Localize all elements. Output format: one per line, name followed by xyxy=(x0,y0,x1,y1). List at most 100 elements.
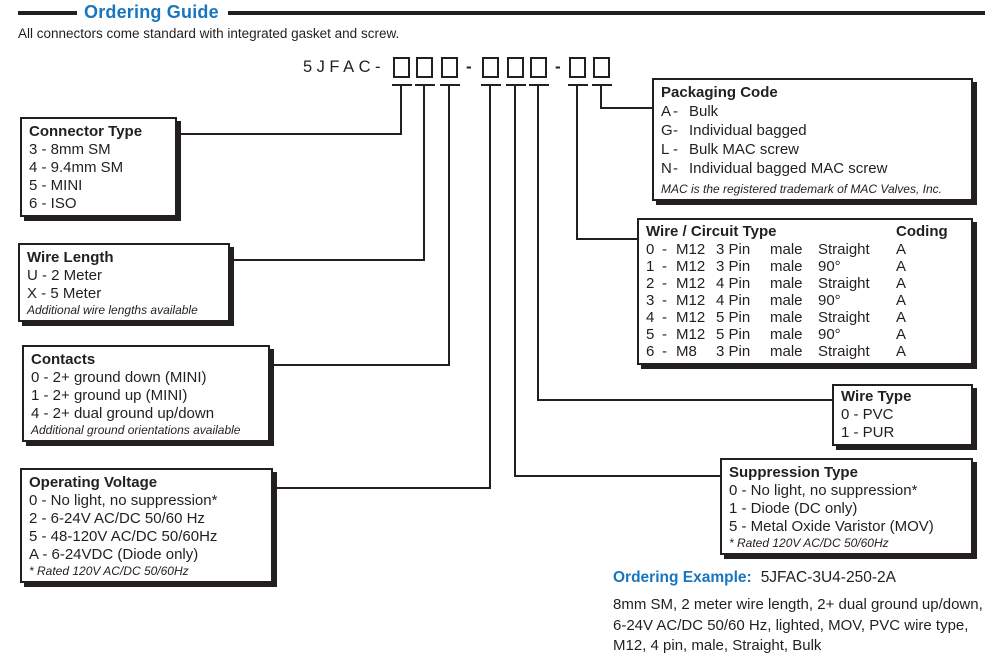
digit-box-suppression-type xyxy=(507,57,524,78)
option-label: Bulk xyxy=(689,103,719,120)
option-item: 5 - Metal Oxide Varistor (MOV) xyxy=(729,518,934,535)
row-pin: 3 Pin xyxy=(716,241,751,258)
row-dash: - xyxy=(662,292,667,309)
row-dash: - xyxy=(662,326,667,343)
row-dash: - xyxy=(662,309,667,326)
contacts-title: Contacts xyxy=(31,351,96,368)
contacts-box: Contacts 0 - 2+ ground down (MINI) 1 - 2… xyxy=(22,345,270,442)
row-coding: A xyxy=(896,258,907,275)
digit-tick xyxy=(481,84,501,86)
title-rule-right xyxy=(228,11,985,15)
wire-circuit-header: Wire / Circuit Type Coding xyxy=(646,222,964,241)
connector-line-packaging-code xyxy=(600,84,602,109)
row-gender: male xyxy=(770,326,803,343)
row-coding: A xyxy=(896,241,907,258)
part-number-prefix: 5JFAC- xyxy=(303,58,386,76)
row-orientation: Straight xyxy=(818,343,870,360)
part-number-separator: - xyxy=(466,57,472,76)
suppression-type-note: * Rated 120V AC/DC 50/60Hz xyxy=(729,536,889,550)
connector-line-operating-voltage xyxy=(273,487,491,489)
option-item: 2 - 6-24V AC/DC 50/60 Hz xyxy=(29,510,205,527)
operating-voltage-box: Operating Voltage 0 - No light, no suppr… xyxy=(20,468,273,583)
option-dash: - xyxy=(673,160,678,177)
packaging-code-box: Packaging Code A - Bulk G - Individual b… xyxy=(652,78,973,201)
option-item: G - Individual bagged xyxy=(661,121,964,140)
row-thread: M12 xyxy=(676,258,706,275)
ordering-example-description: 8mm SM, 2 meter wire length, 2+ dual gro… xyxy=(613,596,983,654)
wire-circuit-row: 0 - M12 3 Pin male Straight A xyxy=(646,241,964,258)
digit-box-contacts xyxy=(441,57,458,78)
digit-box-wire-type xyxy=(530,57,547,78)
wire-length-box: Wire Length U - 2 Meter X - 5 Meter Addi… xyxy=(18,243,230,322)
operating-voltage-title: Operating Voltage xyxy=(29,474,158,491)
option-item: 5 - 48-120V AC/DC 50/60Hz xyxy=(29,528,218,545)
connector-line-wire-length xyxy=(423,84,425,261)
digit-box-wire-length xyxy=(416,57,433,78)
option-item: 3 - 8mm SM xyxy=(29,141,111,158)
row-orientation: Straight xyxy=(818,309,870,326)
option-item: 0 - No light, no suppression* xyxy=(29,492,218,509)
row-pin: 5 Pin xyxy=(716,326,751,343)
option-code: N xyxy=(661,160,672,177)
digit-tick xyxy=(415,84,435,86)
option-item: 5 - MINI xyxy=(29,177,83,194)
option-code: L xyxy=(661,141,670,158)
connector-line-wire-type xyxy=(537,399,832,401)
packaging-code-note: MAC is the registered trademark of MAC V… xyxy=(661,182,942,196)
packaging-code-title: Packaging Code xyxy=(661,84,778,101)
option-item: N - Individual bagged MAC screw xyxy=(661,159,964,178)
wire-length-note: Additional wire lengths available xyxy=(27,303,198,317)
row-code: 4 xyxy=(646,309,655,326)
row-code: 5 xyxy=(646,326,655,343)
row-gender: male xyxy=(770,343,803,360)
row-dash: - xyxy=(662,241,667,258)
row-orientation: 90° xyxy=(818,326,841,343)
row-thread: M12 xyxy=(676,326,706,343)
wire-length-title: Wire Length xyxy=(27,249,114,266)
ordering-example-label: Ordering Example: xyxy=(613,569,752,586)
row-thread: M12 xyxy=(676,241,706,258)
row-pin: 4 Pin xyxy=(716,292,751,309)
wire-circuit-row: 1 - M12 3 Pin male 90° A xyxy=(646,258,964,275)
contacts-note: Additional ground orientations available xyxy=(31,423,241,437)
option-item: 1 - 2+ ground up (MINI) xyxy=(31,387,188,404)
row-code: 3 xyxy=(646,292,655,309)
connector-line-suppression-type xyxy=(514,84,516,477)
row-gender: male xyxy=(770,241,803,258)
digit-box-connector-type xyxy=(393,57,410,78)
digit-tick xyxy=(506,84,526,86)
suppression-type-box: Suppression Type 0 - No light, no suppre… xyxy=(720,458,973,555)
row-gender: male xyxy=(770,258,803,275)
option-dash: - xyxy=(673,103,678,120)
operating-voltage-note: * Rated 120V AC/DC 50/60Hz xyxy=(29,564,189,578)
digit-box-wire-circuit xyxy=(569,57,586,78)
digit-box-packaging-code xyxy=(593,57,610,78)
wire-circuit-row: 5 - M12 5 Pin male 90° A xyxy=(646,326,964,343)
connector-type-box: Connector Type 3 - 8mm SM 4 - 9.4mm SM 5… xyxy=(20,117,177,217)
row-pin: 4 Pin xyxy=(716,275,751,292)
connector-line-wire-length xyxy=(230,259,425,261)
digit-tick xyxy=(568,84,588,86)
row-thread: M8 xyxy=(676,343,697,360)
connector-line-connector-type xyxy=(177,133,402,135)
row-code: 2 xyxy=(646,275,655,292)
part-number: 5JFAC- - - xyxy=(303,57,615,81)
option-item: 6 - ISO xyxy=(29,195,77,212)
connector-line-operating-voltage xyxy=(489,84,491,489)
wire-circuit-type-box: Wire / Circuit Type Coding 0 - M12 3 Pin… xyxy=(637,218,973,365)
connector-line-wire-circuit xyxy=(576,238,637,240)
row-thread: M12 xyxy=(676,292,706,309)
row-code: 0 xyxy=(646,241,655,258)
option-item: 0 - PVC xyxy=(841,406,894,423)
wire-circuit-row: 6 - M8 3 Pin male Straight A xyxy=(646,343,964,360)
row-thread: M12 xyxy=(676,275,706,292)
row-orientation: 90° xyxy=(818,292,841,309)
suppression-type-title: Suppression Type xyxy=(729,464,858,481)
option-dash: - xyxy=(673,122,678,139)
option-item: X - 5 Meter xyxy=(27,285,102,302)
option-code: A xyxy=(661,103,672,120)
option-item: 4 - 2+ dual ground up/down xyxy=(31,405,215,422)
option-item: 1 - Diode (DC only) xyxy=(729,500,858,517)
wire-circuit-row: 3 - M12 4 Pin male 90° A xyxy=(646,292,964,309)
